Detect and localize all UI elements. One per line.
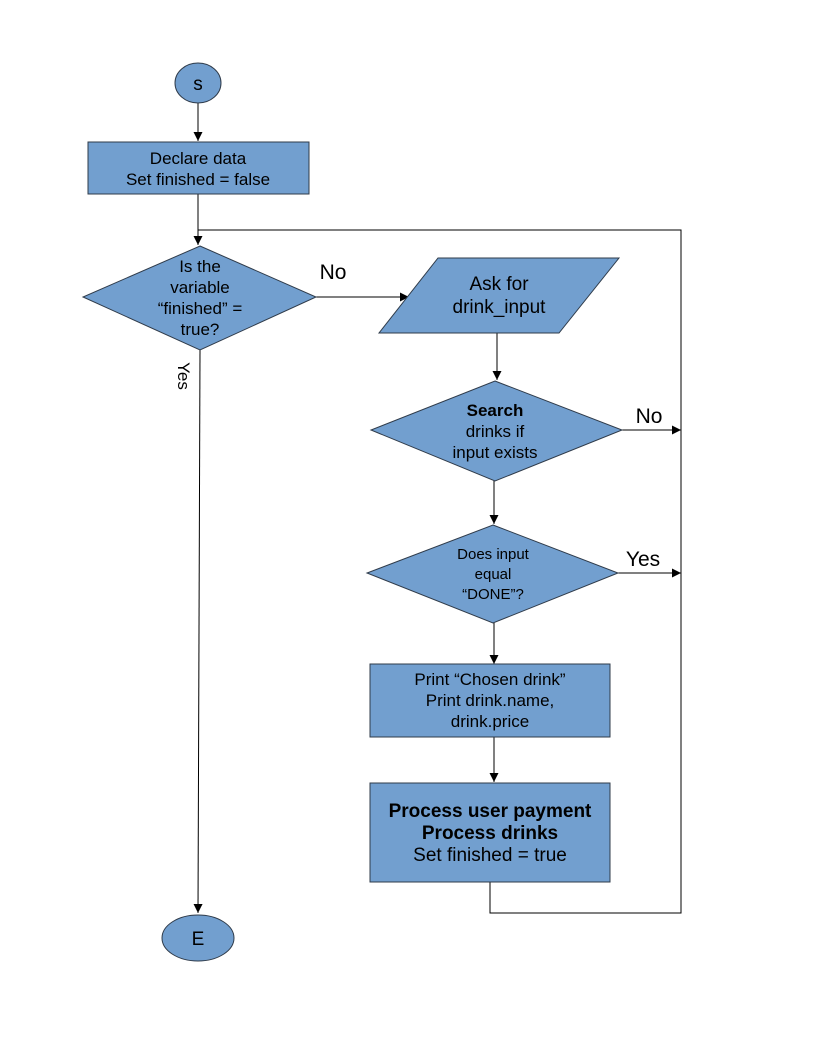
process-line3: Set finished = true [413,845,567,866]
edge-loop-back [198,229,682,914]
done-yes-label: Yes [626,548,660,571]
finished-line1: Is the [179,257,221,276]
end-node [161,914,235,962]
search-no-label: No [636,405,663,428]
print-drink-box [369,663,611,738]
declare-line2: Set finished = false [126,170,270,189]
search-line2: drinks if [466,422,525,441]
finished-line2: variable [170,278,230,297]
done-line1: Does input [457,546,530,563]
declare-line1: Declare data [150,149,247,168]
edge-decision-yes-to-end [193,349,203,914]
search-line1: Search [467,401,524,420]
done-line3: “DONE”? [462,586,524,603]
ask-input-parallelogram [377,257,621,334]
print-line3: drink.price [451,712,529,731]
print-line2: Print drink.name, [426,691,555,710]
search-decision [369,380,624,482]
process-line1: Process user payment [389,801,592,822]
process-line2: Process drinks [422,823,558,844]
finished-no-label: No [320,261,347,284]
finished-decision [81,245,318,351]
print-line1: Print “Chosen drink” [414,670,566,689]
search-line3: input exists [452,443,537,462]
finished-yes-label: Yes [174,362,193,390]
ask-line2: drink_input [453,297,547,318]
process-box [369,782,611,883]
ask-line1: Ask for [469,274,529,295]
declare-data-box [87,141,310,195]
finished-line4: true? [181,320,220,339]
start-node [174,62,222,104]
start-label: s [193,74,203,95]
end-label: E [192,929,205,950]
done-decision [365,524,620,624]
finished-line3: “finished” = [158,299,243,318]
done-line2: equal [475,566,512,583]
